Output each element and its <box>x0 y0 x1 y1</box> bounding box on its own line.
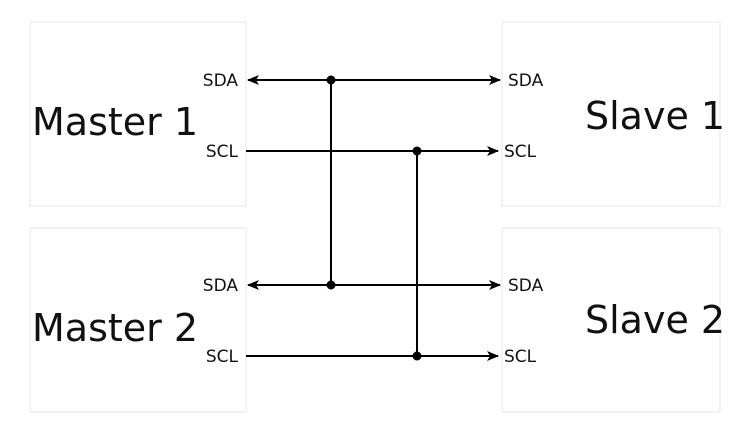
slave-1-sda-label: SDA <box>508 71 544 91</box>
master-1-sda-label: SDA <box>203 71 239 91</box>
slave-1-scl-label: SCL <box>504 142 537 162</box>
master-1-label: Master 1 <box>32 100 198 144</box>
master-2-label: Master 2 <box>32 306 198 350</box>
slave-2-scl-label: SCL <box>504 347 537 367</box>
slave-1-box <box>501 21 721 207</box>
slave-2-box <box>501 227 721 413</box>
scl-junction-bottom <box>412 351 422 361</box>
master-2-sda-label: SDA <box>203 276 239 296</box>
master-2-box <box>29 227 247 413</box>
sda-junction-top <box>326 75 336 85</box>
master-2-scl-label: SCL <box>206 347 239 367</box>
scl-junction-top <box>412 146 422 156</box>
sda-junction-bottom <box>326 280 336 290</box>
slave-2-label: Slave 2 <box>585 298 725 342</box>
slave-1-label: Slave 1 <box>585 94 725 138</box>
slave-2-sda-label: SDA <box>508 276 544 296</box>
master-1-scl-label: SCL <box>206 142 239 162</box>
master-1-box <box>29 21 247 207</box>
